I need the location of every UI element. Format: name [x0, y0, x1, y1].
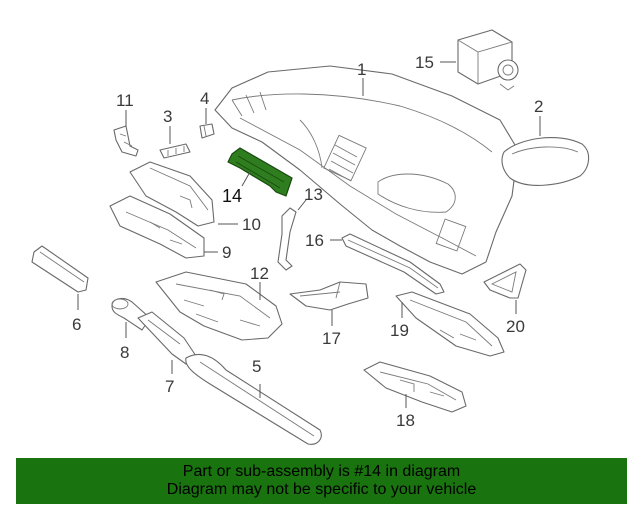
leader-line-14: [241, 171, 251, 187]
footer-banner: Part or sub-assembly is #14 in diagram D…: [16, 458, 627, 504]
part-18-lower-panel[interactable]: [363, 361, 467, 413]
part-5-long-duct[interactable]: [185, 353, 322, 445]
part-10-knee-bolster[interactable]: [129, 161, 215, 227]
parts-diagram: 1 15 2 11 3 4 14: [31, 29, 590, 445]
callout-19: 19: [390, 321, 409, 340]
footer-line-1: Part or sub-assembly is #14 in diagram: [182, 463, 461, 480]
callout-9: 9: [222, 243, 231, 262]
part-14-highlighted-bracket[interactable]: [227, 147, 293, 197]
part-7-duct[interactable]: [137, 311, 197, 365]
callout-12: 12: [250, 264, 269, 283]
leader-line-13: [297, 199, 307, 211]
footer-line-2: Diagram may not be specific to your vehi…: [166, 481, 477, 498]
callout-11: 11: [116, 91, 134, 110]
part-9-lower-panel[interactable]: [109, 195, 205, 259]
part-17-bracket[interactable]: [289, 281, 369, 311]
callout-17: 17: [322, 329, 341, 348]
callout-5: 5: [252, 357, 261, 376]
part-2-airbag-cover[interactable]: [501, 137, 590, 186]
callout-2: 2: [534, 97, 543, 116]
part-4-clip[interactable]: [199, 123, 215, 139]
part-1-dashboard[interactable]: [214, 65, 519, 275]
callout-7: 7: [165, 377, 174, 396]
callout-15: 15: [415, 53, 434, 72]
callout-13: 13: [304, 185, 323, 204]
callout-6: 6: [72, 315, 81, 334]
part-11-bracket[interactable]: [113, 125, 139, 157]
callout-16: 16: [305, 231, 324, 250]
part-6-trim-piece[interactable]: [31, 245, 89, 293]
callout-10: 10: [242, 215, 261, 234]
part-3-clip[interactable]: [159, 143, 191, 159]
callout-1: 1: [357, 60, 366, 79]
part-19-lower-panel[interactable]: [395, 291, 505, 357]
part-13-bracket[interactable]: [277, 207, 297, 271]
callout-20: 20: [506, 317, 525, 336]
part-20-vent-trim[interactable]: [483, 263, 527, 299]
callout-18: 18: [396, 411, 415, 430]
callout-8: 8: [120, 343, 129, 362]
part-16-trim-strip[interactable]: [341, 233, 445, 295]
callout-4: 4: [200, 89, 209, 108]
callout-14: 14: [222, 186, 242, 206]
callout-3: 3: [163, 107, 172, 126]
part-15-airbag-module[interactable]: [457, 29, 519, 91]
part-12-lower-panel[interactable]: [155, 271, 283, 341]
